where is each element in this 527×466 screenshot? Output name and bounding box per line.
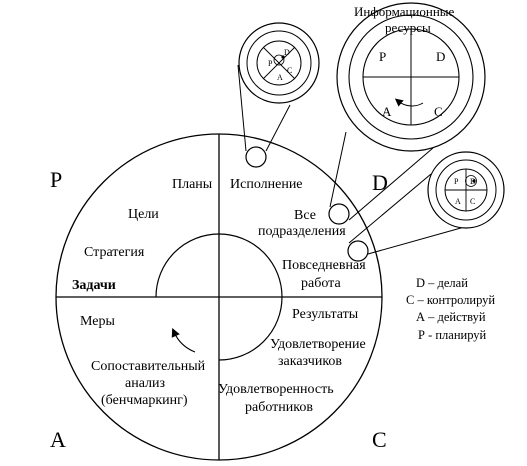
connector-left-1 — [237, 64, 247, 152]
mini-left-a: A — [277, 73, 283, 82]
mini-left-d: D — [284, 48, 290, 57]
mini-right-c: C — [470, 197, 475, 206]
label-measures: Меры — [80, 314, 115, 329]
connector-right-2 — [367, 225, 469, 255]
inner-rotation-arrow — [171, 327, 196, 353]
mini-left-p: P — [268, 59, 273, 68]
connector-left-2 — [265, 104, 291, 152]
label-bench-line2: анализ — [125, 376, 166, 391]
connector-info-1 — [329, 131, 347, 208]
label-execution: Исполнение — [230, 177, 303, 192]
label-goals: Цели — [128, 207, 159, 222]
label-plans: Планы — [172, 177, 213, 192]
info-resources-circle: P D A C — [336, 2, 486, 152]
legend-a: А – действуй — [416, 310, 486, 324]
label-all-line1: Все — [294, 208, 316, 223]
label-all-line2: подразделения — [258, 224, 346, 239]
corner-label-c: C — [372, 427, 387, 452]
inner-cycle-arc — [155, 233, 283, 361]
mini-right-p: P — [454, 177, 459, 186]
info-d: D — [436, 49, 445, 64]
connector-info-2 — [348, 147, 434, 221]
mini-pdca-left: P D A C — [238, 22, 320, 104]
legend-c: С – контролируй — [406, 293, 495, 307]
label-cust-line1: Удовлетворение — [270, 337, 366, 352]
label-strategy: Стратегия — [84, 245, 145, 260]
label-results: Результаты — [292, 307, 359, 322]
label-bench-line1: Сопоставительный — [91, 359, 206, 374]
info-c: C — [434, 104, 443, 119]
info-p: P — [379, 49, 386, 64]
label-tasks: Задачи — [72, 278, 116, 293]
legend-d: D – делай — [416, 276, 468, 290]
corner-label-p: P — [50, 167, 62, 192]
mini-pdca-right: P D A C — [427, 151, 505, 229]
label-emp-line2: работников — [245, 400, 313, 415]
corner-label-a: A — [50, 427, 66, 452]
label-daily-line1: Повседневная — [282, 258, 366, 273]
label-daily-line2: работа — [301, 276, 341, 291]
label-cust-line2: заказчиков — [278, 354, 342, 369]
info-a: A — [382, 104, 392, 119]
zoom-point-departments — [328, 203, 350, 225]
info-title-line1: Информационные — [354, 4, 455, 19]
info-title-line2: ресурсы — [385, 20, 431, 35]
zoom-point-daily — [347, 240, 369, 262]
label-emp-line1: Удовлетворенность — [218, 382, 334, 397]
mini-right-d: D — [470, 177, 476, 186]
mini-right-a: A — [455, 197, 461, 206]
mini-left-c: C — [287, 66, 292, 75]
zoom-point-execution — [245, 146, 267, 168]
legend-p: Р - планируй — [418, 328, 487, 342]
label-bench-line3: (бенчмаркинг) — [101, 393, 188, 408]
corner-label-d: D — [372, 170, 388, 195]
connector-right-1 — [348, 173, 432, 244]
